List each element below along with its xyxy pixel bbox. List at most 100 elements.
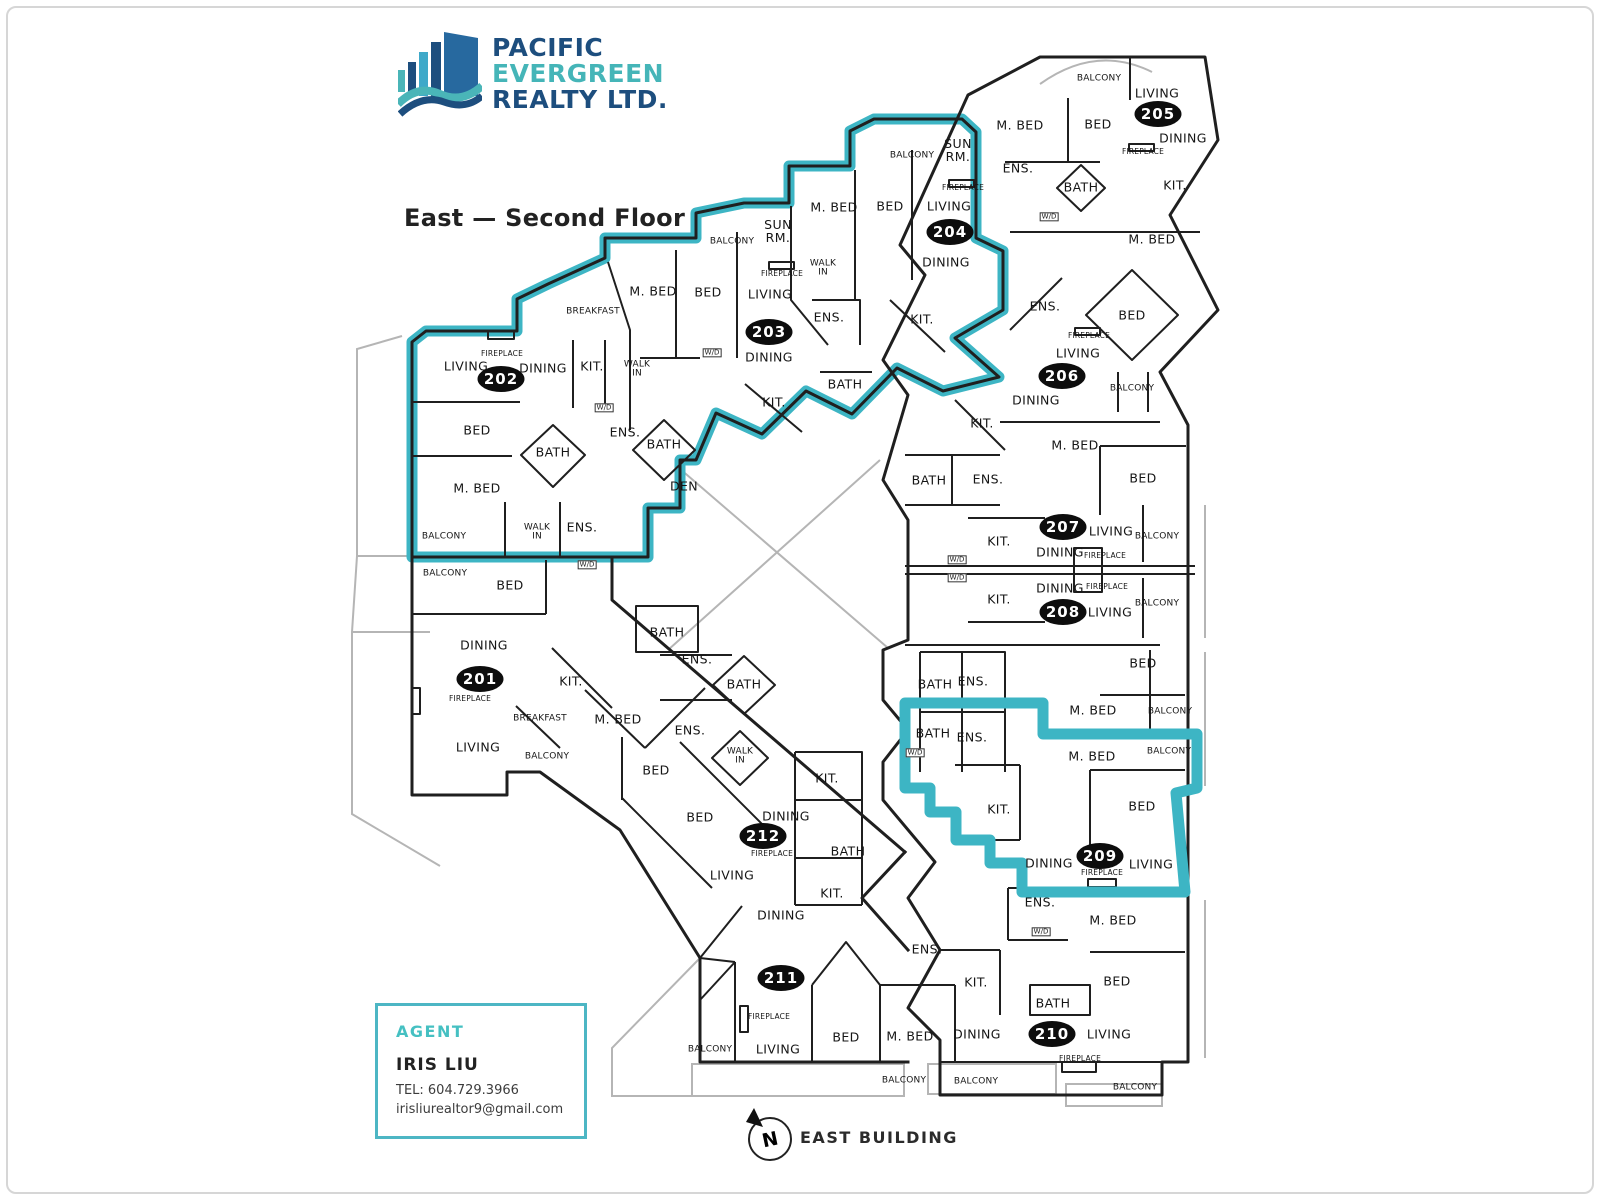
logo-mark-icon bbox=[398, 32, 482, 117]
room-label: FIREPLACE bbox=[1058, 1054, 1102, 1064]
room-label: BALCONY bbox=[1146, 746, 1192, 757]
room-label: BATH bbox=[911, 472, 947, 488]
room-label: LIVING bbox=[1055, 345, 1101, 361]
room-label: BALCONY bbox=[1134, 531, 1180, 542]
room-label: LIVING bbox=[1128, 856, 1174, 872]
plan-title: East — Second Floor bbox=[404, 204, 686, 232]
agent-email: irisliurealtor9@gmail.com bbox=[396, 1102, 564, 1117]
room-label: DEN bbox=[669, 478, 699, 494]
agent-heading: AGENT bbox=[396, 1022, 465, 1041]
room-label: BALCONY bbox=[687, 1044, 733, 1055]
room-label: ENS. bbox=[813, 309, 845, 325]
room-label: W/D bbox=[1031, 927, 1051, 937]
room-label: BATH bbox=[535, 444, 571, 460]
room-label: KIT. bbox=[559, 673, 583, 689]
room-label: BALCONY bbox=[881, 1075, 927, 1086]
room-label: BALCONY bbox=[1076, 73, 1122, 84]
room-label: BATH bbox=[1063, 179, 1099, 195]
room-label: KIT. bbox=[762, 394, 786, 410]
room-label: ENS. bbox=[609, 424, 641, 440]
right-wing-interior-walls bbox=[905, 57, 1200, 1073]
room-label: BED bbox=[1128, 798, 1156, 814]
room-label: FIREPLACE bbox=[1121, 147, 1165, 157]
room-label: BED bbox=[1103, 973, 1131, 989]
room-label: BALCONY bbox=[1147, 706, 1193, 717]
room-label: BED bbox=[694, 284, 722, 300]
room-label: FIREPLACE bbox=[941, 183, 985, 193]
room-label: W/D bbox=[1039, 212, 1059, 222]
room-label: DINING bbox=[757, 907, 805, 923]
room-label: KIT. bbox=[970, 415, 994, 431]
room-label: M. BED bbox=[886, 1028, 934, 1044]
room-label: KIT. bbox=[964, 974, 988, 990]
room-label: DINING bbox=[519, 360, 567, 376]
unit-badge-208: 208 bbox=[1039, 599, 1087, 625]
unit-badge-210: 210 bbox=[1028, 1021, 1076, 1047]
room-label: BREAKFAST bbox=[513, 713, 567, 724]
room-label: W/D bbox=[947, 555, 967, 565]
room-label: FIREPLACE bbox=[480, 349, 524, 359]
room-label: SUN RM. bbox=[764, 216, 792, 245]
room-label: WALK IN bbox=[523, 522, 551, 542]
room-label: BALCONY bbox=[889, 150, 935, 161]
room-label: BALCONY bbox=[1109, 383, 1155, 394]
unit-badge-209: 209 bbox=[1076, 843, 1124, 869]
room-label: ENS. bbox=[681, 651, 713, 667]
room-label: FIREPLACE bbox=[1083, 551, 1127, 561]
room-label: BALCONY bbox=[421, 531, 467, 542]
room-label: W/D bbox=[905, 748, 925, 758]
room-label: DINING bbox=[922, 254, 970, 270]
room-label: W/D bbox=[594, 403, 614, 413]
grey-decks bbox=[351, 59, 1206, 1107]
room-label: W/D bbox=[577, 560, 597, 570]
agent-phone: TEL: 604.729.3966 bbox=[396, 1083, 519, 1098]
room-label: ENS. bbox=[972, 471, 1004, 487]
room-label: BED bbox=[463, 422, 491, 438]
logo-text: PACIFIC EVERGREEN REALTY LTD. bbox=[492, 35, 668, 113]
room-label: BATH bbox=[646, 436, 682, 452]
room-label: LIVING bbox=[709, 867, 755, 883]
room-label: DINING bbox=[460, 637, 508, 653]
unit-badge-212: 212 bbox=[739, 823, 787, 849]
room-label: ENS. bbox=[1024, 894, 1056, 910]
upper-wing-walls bbox=[410, 117, 1005, 559]
room-label: M. BED bbox=[1068, 748, 1116, 764]
compass-icon: N bbox=[746, 1108, 792, 1161]
room-label: ENS. bbox=[956, 729, 988, 745]
logo-line1: PACIFIC bbox=[492, 33, 604, 62]
room-label: M. BED bbox=[1051, 437, 1099, 453]
room-label: DINING bbox=[953, 1026, 1001, 1042]
unit-badge-203: 203 bbox=[745, 319, 793, 345]
room-label: ENS. bbox=[911, 941, 943, 957]
room-label: BATH bbox=[830, 843, 866, 859]
room-label: KIT. bbox=[910, 311, 934, 327]
room-label: BED bbox=[686, 809, 714, 825]
building-label: EAST BUILDING bbox=[800, 1128, 958, 1147]
room-label: BATH bbox=[726, 676, 762, 692]
room-label: LIVING bbox=[455, 739, 501, 755]
room-label: BALCONY bbox=[1112, 1082, 1158, 1093]
room-label: BALCONY bbox=[422, 568, 468, 579]
room-label: BATH bbox=[915, 725, 951, 741]
unit-badge-201: 201 bbox=[456, 666, 504, 692]
room-label: SUN RM. bbox=[944, 135, 972, 164]
room-label: BED bbox=[832, 1029, 860, 1045]
teal-highlight-209 bbox=[899, 697, 1203, 898]
right-wing-walls bbox=[881, 55, 1220, 1097]
room-label: BED bbox=[496, 577, 524, 593]
room-label: BATH bbox=[827, 376, 863, 392]
company-logo: PACIFIC EVERGREEN REALTY LTD. bbox=[398, 30, 668, 118]
room-label: BALCONY bbox=[709, 236, 755, 247]
room-label: LIVING bbox=[1088, 523, 1134, 539]
room-label: WALK IN bbox=[726, 746, 754, 766]
room-label: KIT. bbox=[815, 770, 839, 786]
room-label: BED bbox=[1084, 116, 1112, 132]
room-label: ENS. bbox=[1029, 298, 1061, 314]
room-label: W/D bbox=[702, 348, 722, 358]
room-label: LIVING bbox=[747, 286, 793, 302]
room-label: ENS. bbox=[674, 722, 706, 738]
unit-badge-204: 204 bbox=[926, 219, 974, 245]
unit-badge-207: 207 bbox=[1039, 514, 1087, 540]
room-label: LIVING bbox=[755, 1041, 801, 1057]
